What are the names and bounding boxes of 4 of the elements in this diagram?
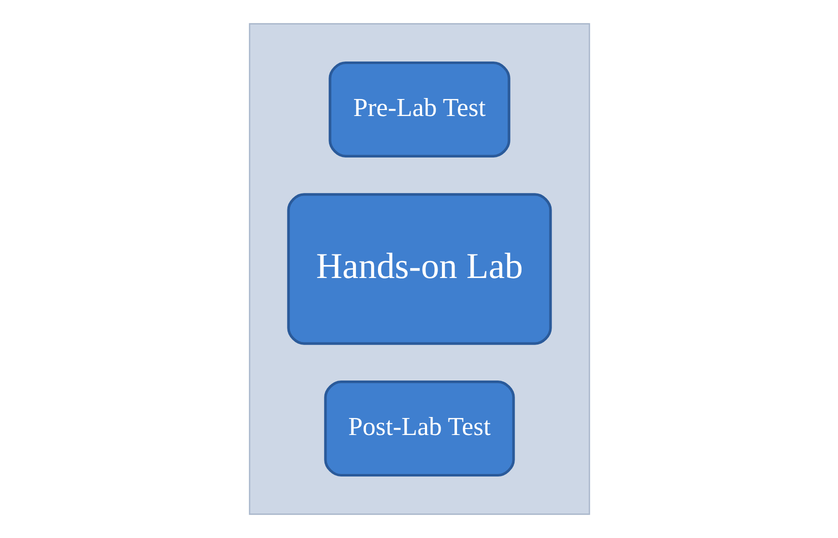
node-box: Post-Lab Test	[324, 380, 514, 477]
node-box: Hands-on Lab	[286, 193, 552, 345]
cluster	[248, 23, 590, 515]
node-box: Pre-Lab Test	[328, 61, 510, 158]
